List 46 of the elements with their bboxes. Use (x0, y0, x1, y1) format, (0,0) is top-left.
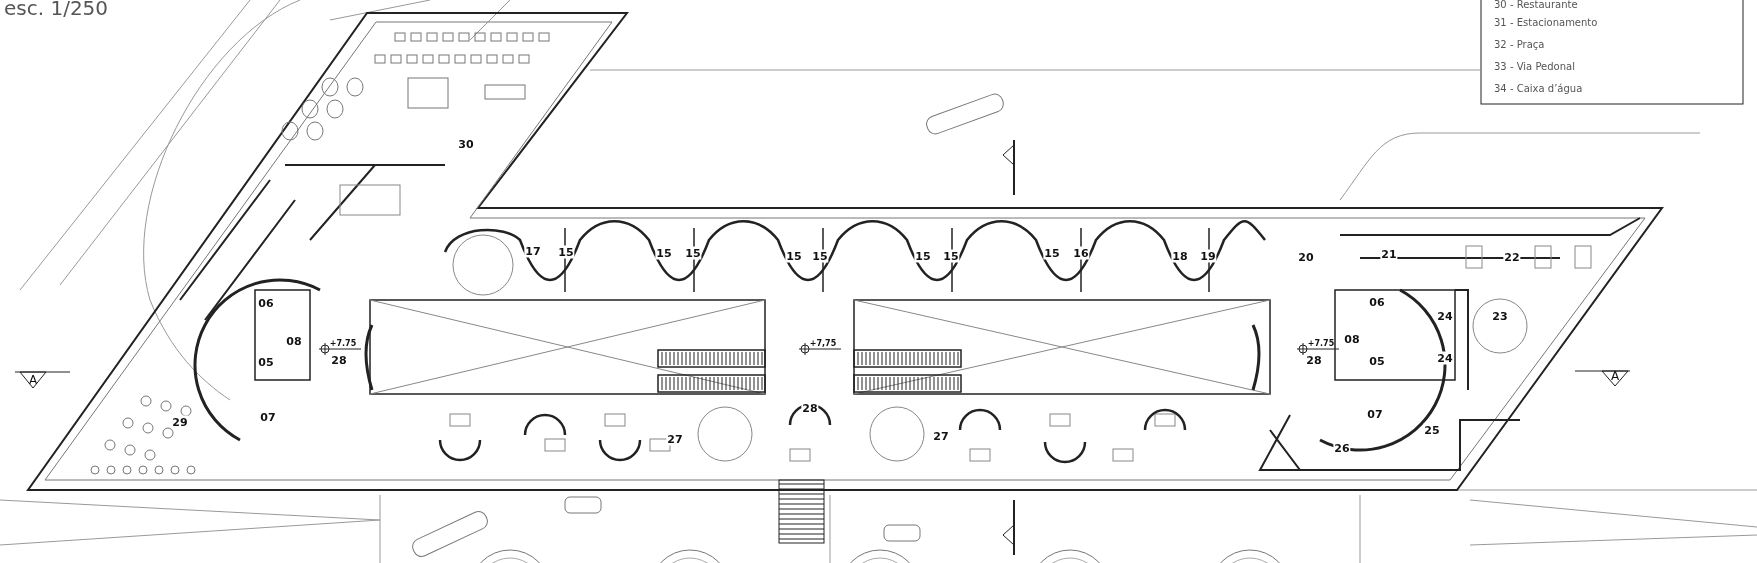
room-number: 23 (1491, 309, 1509, 323)
room-number: 17 (524, 244, 542, 258)
room-number: 18 (1171, 249, 1189, 263)
room-number: 28 (801, 401, 819, 415)
room-key-entry: 30 - Restaurante (1494, 0, 1578, 10)
room-number: 05 (257, 355, 275, 369)
room-number: 15 (811, 249, 829, 263)
room-key-entry: 33 - Via Pedonal (1494, 62, 1575, 72)
section-letter: A (28, 374, 38, 386)
room-number: 28 (330, 353, 348, 367)
room-number: 24 (1436, 309, 1454, 323)
room-number: 05 (1368, 354, 1386, 368)
room-number: 15 (557, 245, 575, 259)
room-number: 06 (257, 296, 275, 310)
level-mark: +7.75 (329, 340, 357, 348)
room-number: 15 (1043, 246, 1061, 260)
section-letter: A (1610, 370, 1620, 382)
room-number: 26 (1333, 441, 1351, 455)
room-key-entry: 34 - Caixa d’água (1494, 84, 1583, 94)
room-number: 24 (1436, 351, 1454, 365)
room-number: 21 (1380, 247, 1398, 261)
room-number: 08 (285, 334, 303, 348)
room-number: 16 (1072, 246, 1090, 260)
room-number: 27 (666, 432, 684, 446)
room-number: 19 (1199, 249, 1217, 263)
room-key-entry: 31 - Estacionamento (1494, 18, 1598, 28)
room-number: 20 (1297, 250, 1315, 264)
room-number: 25 (1423, 423, 1441, 437)
room-number: 27 (932, 429, 950, 443)
scale-note: esc. 1/250 (4, 0, 109, 18)
room-number: 30 (457, 137, 475, 151)
room-number: 08 (1343, 332, 1361, 346)
room-number: 28 (1305, 353, 1323, 367)
room-number: 15 (684, 246, 702, 260)
room-number: 15 (914, 249, 932, 263)
level-mark: +7,75 (809, 340, 837, 348)
room-number: 15 (785, 249, 803, 263)
room-number: 29 (171, 415, 189, 429)
room-number: 15 (655, 246, 673, 260)
room-number: 06 (1368, 295, 1386, 309)
room-key-entry: 32 - Praça (1494, 40, 1545, 50)
level-mark: +7.75 (1307, 340, 1335, 348)
room-number: 15 (942, 249, 960, 263)
room-number: 07 (1366, 407, 1384, 421)
room-number: 22 (1503, 250, 1521, 264)
room-number: 07 (259, 410, 277, 424)
